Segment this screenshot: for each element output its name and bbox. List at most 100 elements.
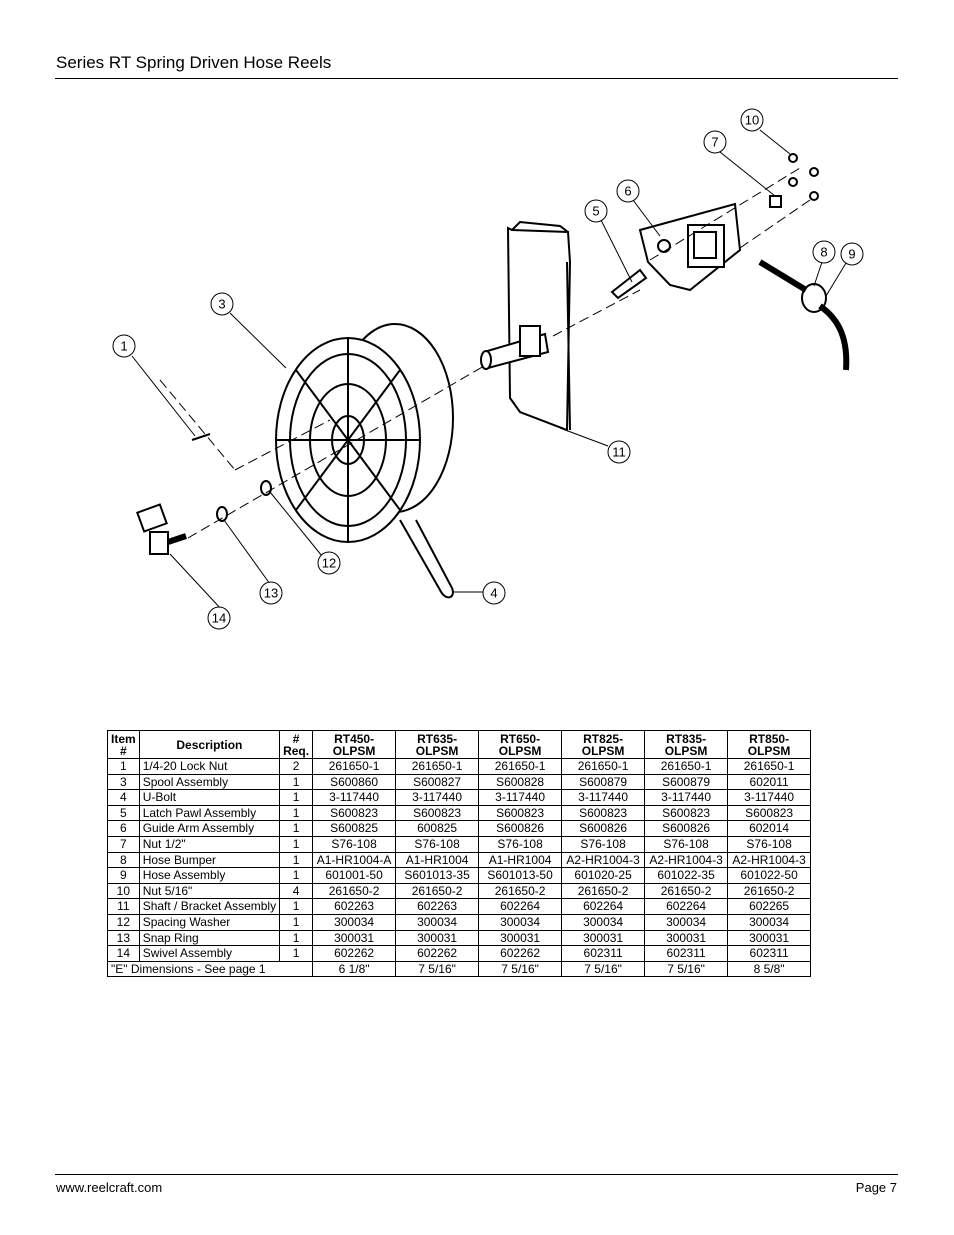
callout-label-5: 5 (592, 204, 599, 219)
header-model: RT450-OLPSM (312, 730, 397, 759)
cell-part-number: S76-108 (312, 835, 397, 853)
callout-label-12: 12 (322, 556, 336, 571)
cell-item: 10 (107, 882, 140, 900)
cell-part-number: 300034 (312, 913, 397, 931)
u-bolt (399, 519, 454, 599)
cell-part-number: 602311 (727, 945, 812, 962)
cell-part-number: A1-HR1004 (478, 851, 563, 869)
cell-part-number: S76-108 (644, 835, 729, 853)
cell-part-number: 300031 (644, 929, 729, 947)
callout-label-13: 13 (264, 586, 278, 601)
callout-label-3: 3 (218, 297, 225, 312)
cell-part-number: 3-117440 (312, 789, 397, 806)
cell-part-number: 300031 (478, 929, 563, 947)
cell-part-number: 300031 (395, 929, 480, 947)
header-divider (55, 78, 898, 79)
footer-url: www.reelcraft.com (56, 1180, 163, 1195)
cell-part-number: 261650-1 (312, 758, 397, 775)
cell-part-number: 261650-2 (478, 882, 563, 900)
parts-table: Item# Description #Req. RT450-OLPSM RT63… (106, 730, 812, 978)
cell-part-number: S76-108 (395, 835, 480, 853)
cell-item: 8 (107, 851, 140, 869)
cell-item: 11 (107, 898, 140, 915)
cell-part-number: 261650-1 (727, 758, 812, 775)
cell-part-number: 602264 (644, 898, 729, 915)
cell-part-number: 300034 (727, 913, 812, 931)
cell-item: 7 (107, 835, 140, 853)
cell-part-number: S76-108 (478, 835, 563, 853)
cell-description: Spool Assembly (138, 773, 281, 791)
cell-part-number: 261650-1 (644, 758, 729, 775)
cell-part-number: 261650-1 (561, 758, 646, 775)
cell-part-number: 3-117440 (395, 789, 480, 806)
cell-part-number: S600860 (312, 773, 397, 791)
cell-part-number: 261650-2 (395, 882, 480, 900)
cell-part-number: S600823 (561, 804, 646, 822)
cell-part-number: 600825 (395, 820, 480, 837)
cell-part-number: 602014 (727, 820, 812, 837)
cell-part-number: S76-108 (727, 835, 812, 853)
cell-part-number: A1-HR1004 (395, 851, 480, 869)
callout-label-7: 7 (711, 135, 718, 150)
callout-5 (584, 199, 608, 223)
dimension-value: 7 5/16" (395, 960, 480, 978)
cell-part-number: A2-HR1004-3 (644, 851, 729, 869)
cell-req: 1 (279, 820, 314, 837)
cell-req: 1 (279, 835, 314, 853)
cell-part-number: 602262 (395, 945, 480, 962)
cell-description: Snap Ring (138, 929, 281, 947)
footer-page-number: Page 7 (855, 1180, 897, 1195)
callout-3 (210, 292, 234, 316)
callout-11 (607, 440, 631, 464)
dimensions-row: "E" Dimensions - See page 1 6 1/8" 7 5/1… (106, 960, 812, 978)
cell-description: Swivel Assembly (138, 945, 281, 962)
cell-part-number: 602263 (312, 898, 397, 915)
cell-part-number: 261650-2 (561, 882, 646, 900)
callout-1 (112, 334, 136, 358)
callout-label-9: 9 (848, 247, 855, 262)
cell-part-number: 601020-25 (561, 867, 646, 884)
cell-part-number: 300031 (561, 929, 646, 947)
dimension-value: 8 5/8" (727, 960, 812, 978)
cell-part-number: S601013-35 (395, 867, 480, 884)
cell-part-number: 3-117440 (561, 789, 646, 806)
callouts (112, 108, 864, 630)
latch-pawl (610, 268, 648, 300)
cell-req: 4 (279, 882, 314, 900)
cell-part-number: 602262 (312, 945, 397, 962)
cell-part-number: 602262 (478, 945, 563, 962)
callout-label-4: 4 (490, 586, 497, 601)
callout-14 (207, 606, 231, 630)
exploded-parts-diagram: 1 3 4 5 6 7 8 9 10 11 12 13 14 (112, 108, 864, 630)
cell-req: 1 (279, 867, 314, 884)
cell-item: 13 (107, 929, 140, 947)
header-description: Description (138, 730, 281, 759)
cell-part-number: S600823 (644, 804, 729, 822)
cell-part-number: 602265 (727, 898, 812, 915)
cell-part-number: 602264 (478, 898, 563, 915)
dimension-value: 7 5/16" (561, 960, 646, 978)
cell-part-number: 602263 (395, 898, 480, 915)
cell-part-number: S600827 (395, 773, 480, 791)
cell-description: Latch Pawl Assembly (138, 804, 281, 822)
callout-label-11: 11 (612, 445, 626, 460)
nuts-5-16 (788, 153, 819, 201)
cell-part-number: S600823 (727, 804, 812, 822)
cell-part-number: 3-117440 (644, 789, 729, 806)
cell-part-number: 602264 (561, 898, 646, 915)
cell-req: 1 (279, 913, 314, 931)
cell-item: 12 (107, 913, 140, 931)
cell-description: U-Bolt (138, 789, 281, 806)
callout-4 (482, 581, 506, 605)
cell-description: Shaft / Bracket Assembly (138, 898, 281, 915)
callout-label-8: 8 (820, 245, 827, 260)
